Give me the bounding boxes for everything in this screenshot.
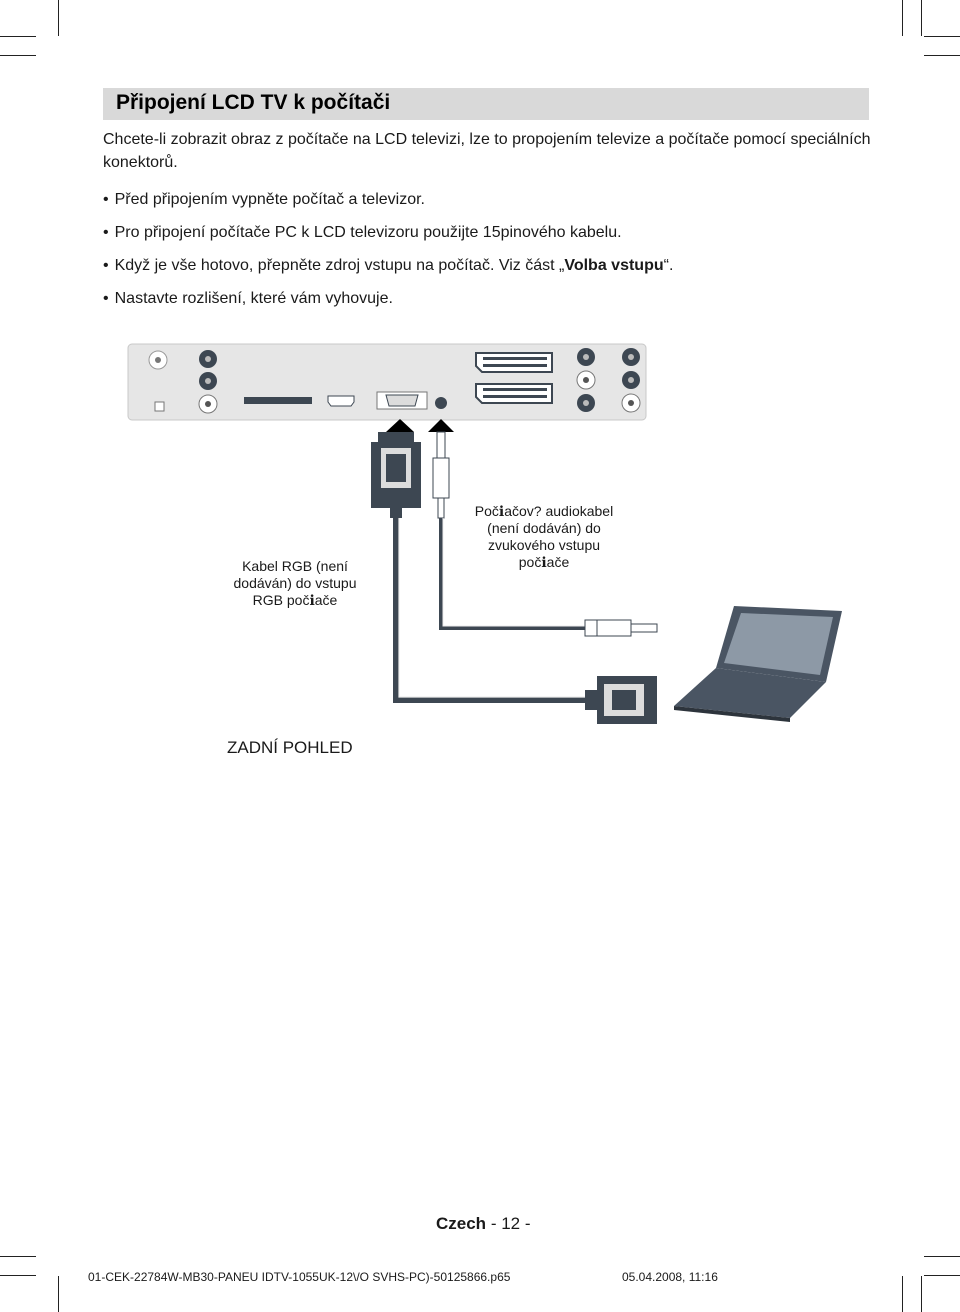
service-port (154, 401, 165, 412)
instruction-list: Před připojením vypněte počítač a televi… (103, 190, 674, 322)
pc-audio-socket (435, 397, 447, 409)
crop-mark (0, 1256, 36, 1257)
footer-date: 05.04.2008, 11:16 (622, 1270, 718, 1284)
instruction-item: Před připojením vypněte počítač a televi… (103, 190, 673, 223)
laptop-icon (674, 606, 842, 722)
arrow-up-icon (386, 419, 414, 432)
vga-cable (393, 518, 597, 703)
ci-slot (244, 397, 312, 404)
audio-cable (439, 518, 585, 630)
footer-filename: 01-CEK-22784W-MB30-PANEU IDTV-1055UK-12\… (88, 1270, 511, 1284)
hdmi-port (327, 395, 355, 407)
audio-cable-label: Počℹačov? audiokabel (není dodáván) do z… (474, 503, 614, 570)
crop-mark (921, 1276, 922, 1312)
crop-mark (902, 0, 903, 36)
audio-plug-pc (584, 619, 658, 637)
crop-mark (902, 1276, 903, 1312)
footer-language: Czech (436, 1214, 487, 1233)
instruction-item: Nastavte rozlišení, které vám vyhovuje. (103, 289, 673, 322)
instruction-text-end: “. (663, 257, 674, 274)
title-bar: Připojení LCD TV k počítači (103, 88, 869, 120)
crop-mark (921, 0, 922, 36)
instruction-text: Když je vše hotovo, přepněte zdroj vstup… (114, 257, 565, 274)
vga-plug-tv (371, 432, 421, 518)
page-number: - 12 - (490, 1214, 531, 1233)
crop-mark (58, 0, 59, 36)
instruction-item: Když je vše hotovo, přepněte zdroj vstup… (103, 256, 674, 289)
rgb-cable-label: Kabel RGB (není dodáván) do vstupu RGB p… (233, 558, 357, 608)
crop-mark (0, 1275, 36, 1276)
crop-mark (0, 55, 36, 56)
instruction-item: Pro připojení počítače PC k LCD televizo… (103, 223, 673, 256)
intro-paragraph: Chcete-li zobrazit obraz z počítače na L… (103, 131, 871, 171)
connection-diagram (127, 343, 842, 724)
page-footer: Czech - 12 - (436, 1214, 531, 1234)
vga-plug-pc (585, 676, 657, 724)
scart-socket (475, 383, 553, 404)
arrow-up-icon (428, 419, 454, 432)
input-selection-reference: Volba vstupu (564, 257, 664, 274)
crop-mark (58, 1276, 59, 1312)
crop-mark (924, 36, 960, 37)
crop-mark (924, 1275, 960, 1276)
crop-mark (924, 55, 960, 56)
crop-mark (0, 36, 36, 37)
rear-view-label: ZADNÍ POHLED (227, 738, 353, 757)
page-title: Připojení LCD TV k počítači (116, 91, 391, 114)
scart-socket (475, 352, 553, 373)
audio-plug-tv (432, 431, 450, 519)
crop-mark (924, 1256, 960, 1257)
